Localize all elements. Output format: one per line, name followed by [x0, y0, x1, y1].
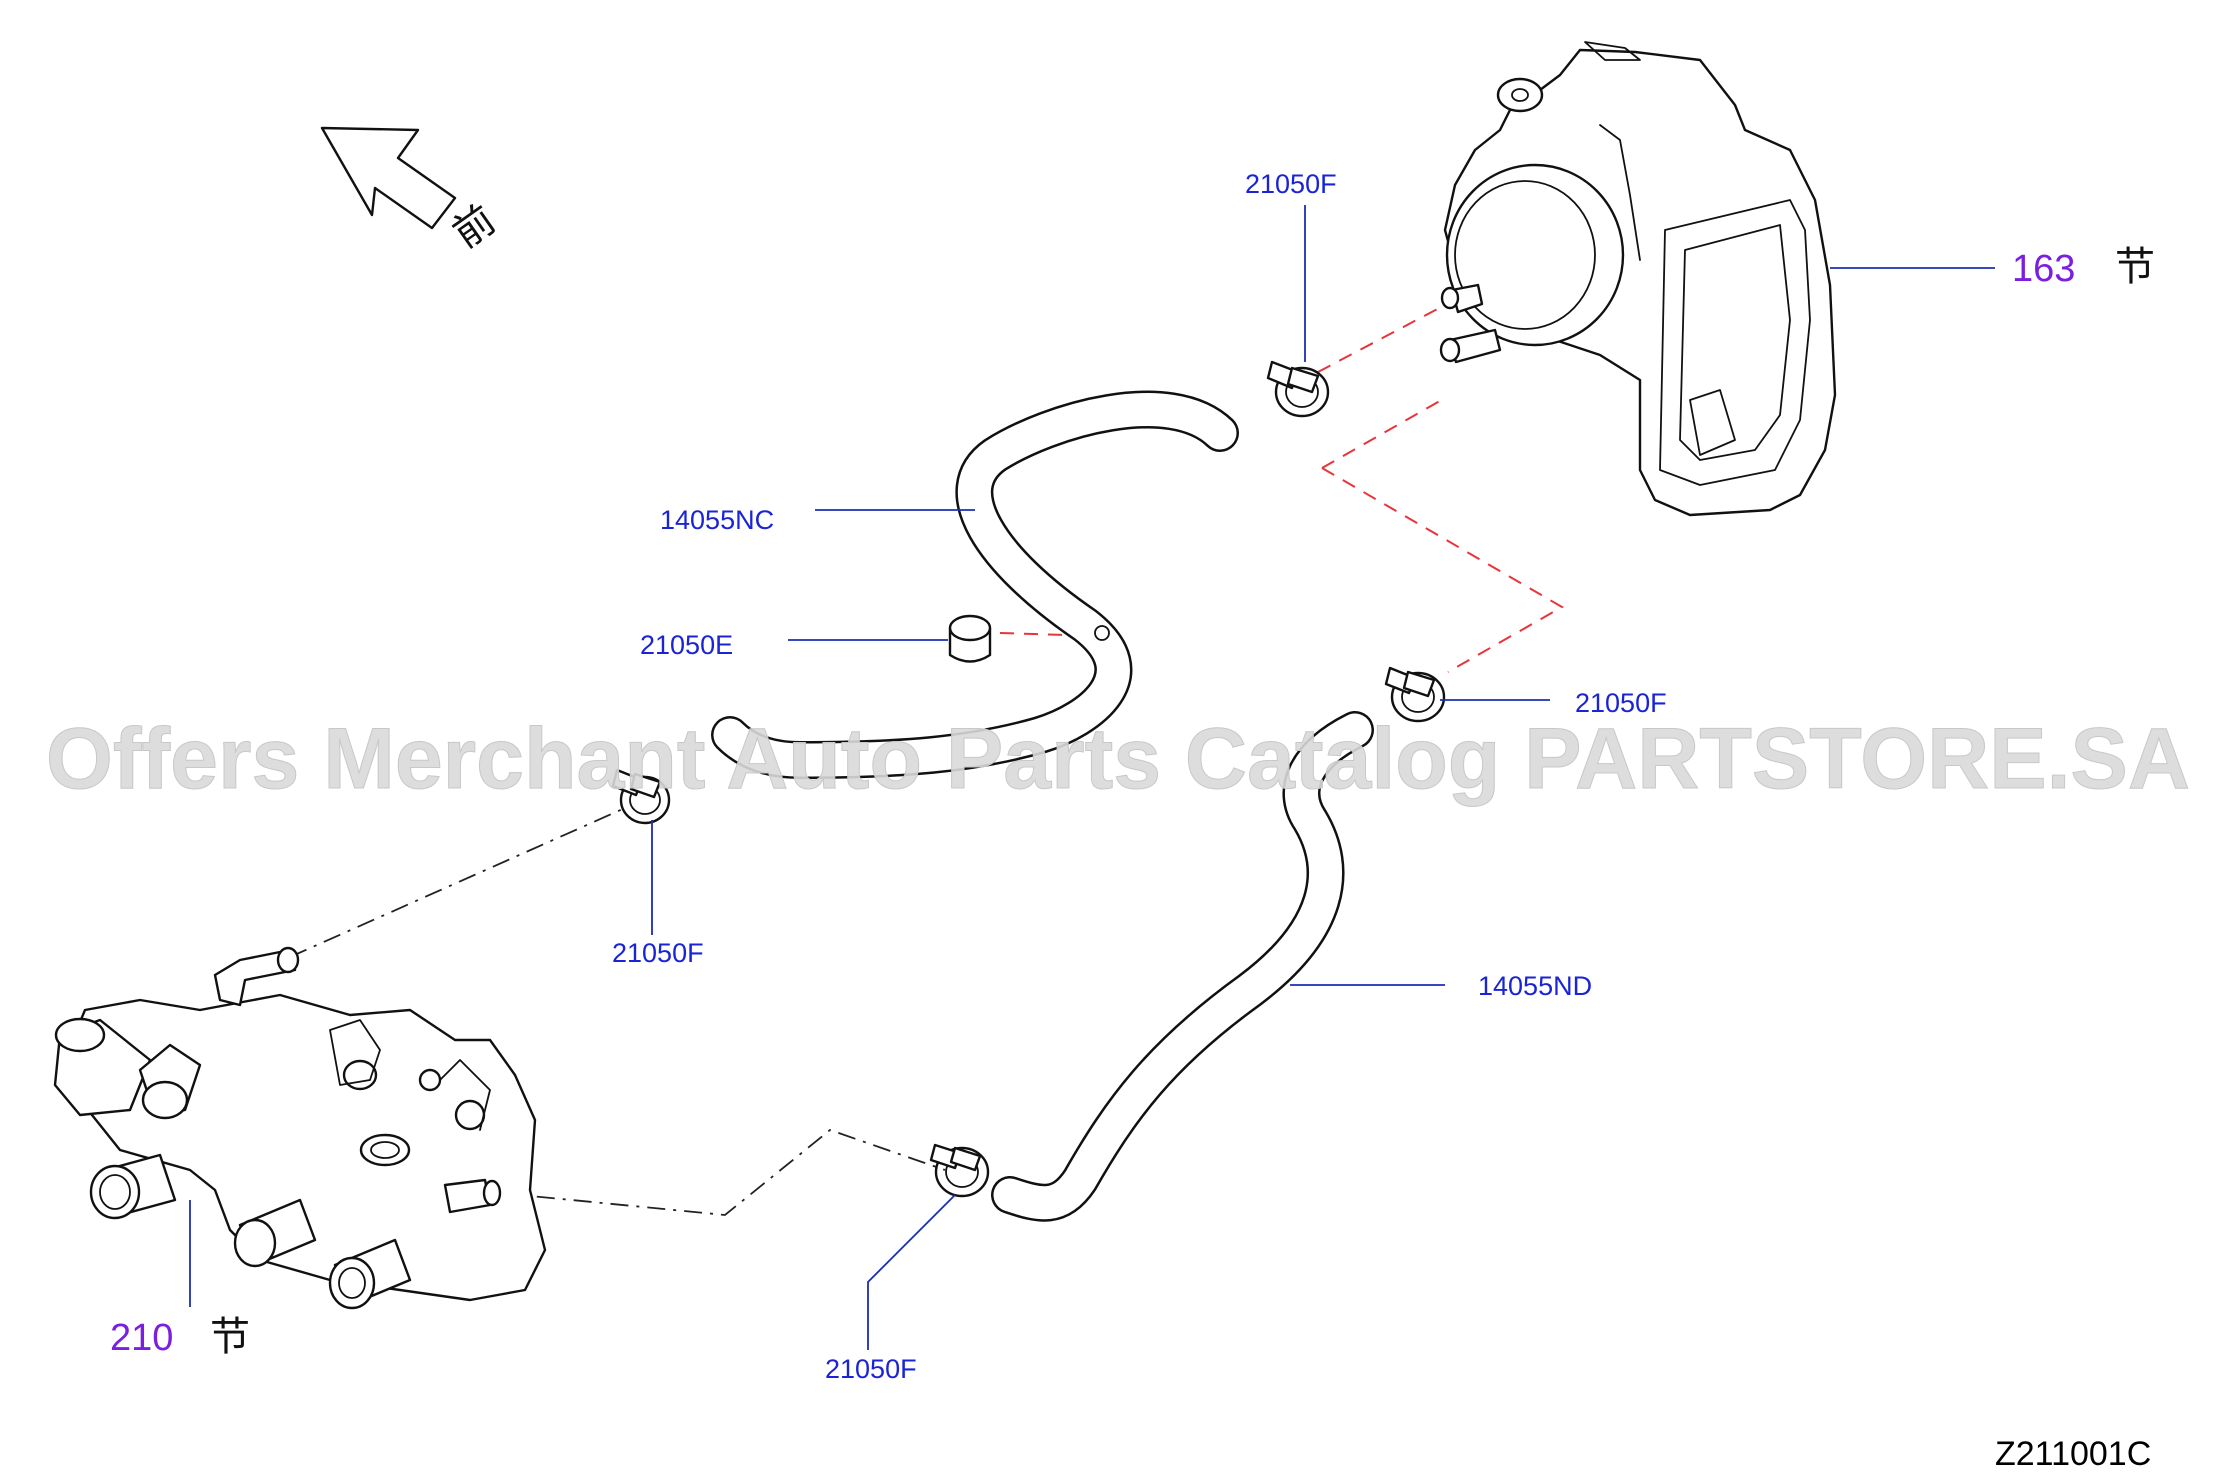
- ref-210-suffix: 节: [210, 1314, 250, 1360]
- black-dashdot-leaders: [289, 807, 946, 1216]
- clamp-left-label[interactable]: 21050F: [612, 938, 704, 968]
- hose-14055nc-label[interactable]: 14055NC: [660, 505, 774, 535]
- clamp-bottom-label[interactable]: 21050F: [825, 1354, 917, 1384]
- clamp-bottom-leader: [867, 1194, 956, 1350]
- ref-163-number[interactable]: 163: [2012, 248, 2075, 290]
- clamp-right-label[interactable]: 21050F: [1575, 688, 1667, 718]
- clamp-top: [1266, 360, 1330, 418]
- clamp-right: [1384, 666, 1446, 723]
- cap-21050e-label[interactable]: 21050E: [640, 630, 733, 660]
- watermark-text: Offers Merchant Auto Parts Catalog PARTS…: [46, 711, 2190, 807]
- front-direction-arrow-icon: [320, 126, 457, 230]
- hose-14055nd-label[interactable]: 14055ND: [1478, 971, 1592, 1001]
- ref-210-number[interactable]: 210: [110, 1317, 173, 1359]
- hose-14055nd: [991, 711, 1374, 1222]
- clamp-bottom: [929, 1143, 990, 1198]
- water-outlet-housing: [53, 946, 547, 1310]
- throttle-body: [1439, 41, 1837, 517]
- cap-21050e: [948, 614, 992, 663]
- ref-163-suffix: 节: [2115, 244, 2155, 290]
- front-direction-label: 前: [445, 197, 504, 258]
- figure-code: Z211001C: [1995, 1435, 2151, 1473]
- clamp-left: [611, 768, 671, 825]
- clamp-top-label[interactable]: 21050F: [1245, 169, 1337, 199]
- hose-14055nc: [711, 390, 1239, 779]
